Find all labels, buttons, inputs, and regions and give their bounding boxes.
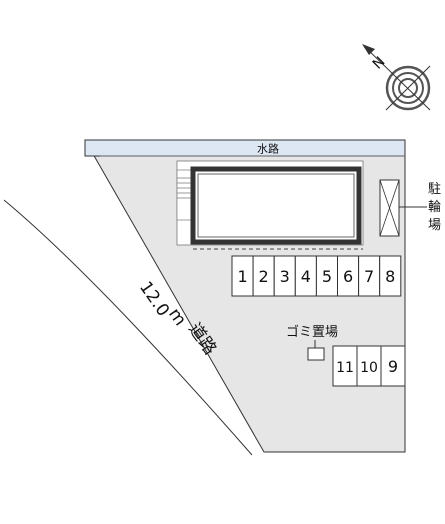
building-stairs [176,169,195,221]
waterway-label: 水路 [257,143,279,156]
building-inner-wall [197,173,355,238]
compass-north-label: N [370,54,389,73]
bicycle-parking-label-2: 輪 [428,199,441,215]
bicycle-parking-label-3: 場 [428,218,441,233]
bicycle-parking-icon [379,179,400,237]
parking-row-lower: 11 10 9 [332,345,406,387]
parking-space-label-7: 7 [364,267,374,286]
parking-space-label-5: 5 [322,267,332,286]
waterway-strip [84,139,406,157]
parking-lower-space-10 [356,345,382,387]
parking-lower-space-label-11: 11 [336,360,354,376]
parking-space-label-2: 2 [259,267,269,286]
garbage-label: ゴミ置場 [286,324,338,340]
parking-lower-space-11 [332,345,358,387]
parking-lower-space-label-10: 10 [360,360,378,376]
garbage-box-icon [307,347,325,361]
bicycle-parking-label-1: 駐 [428,182,441,197]
parking-space-label-3: 3 [280,267,290,286]
parking-space-label-6: 6 [343,267,353,286]
road-edge-outer [3,199,253,456]
parking-space-label-4: 4 [301,267,311,286]
compass-north-group: N [370,54,389,73]
parking-lower-space-label-9: 9 [388,357,398,376]
parking-space-label-8: 8 [385,267,395,286]
compass-north-arrow-icon [362,44,431,111]
parking-space-label-1: 1 [237,267,247,286]
parking-lower-space-9 [380,345,406,387]
parking-space-8 [379,255,402,297]
